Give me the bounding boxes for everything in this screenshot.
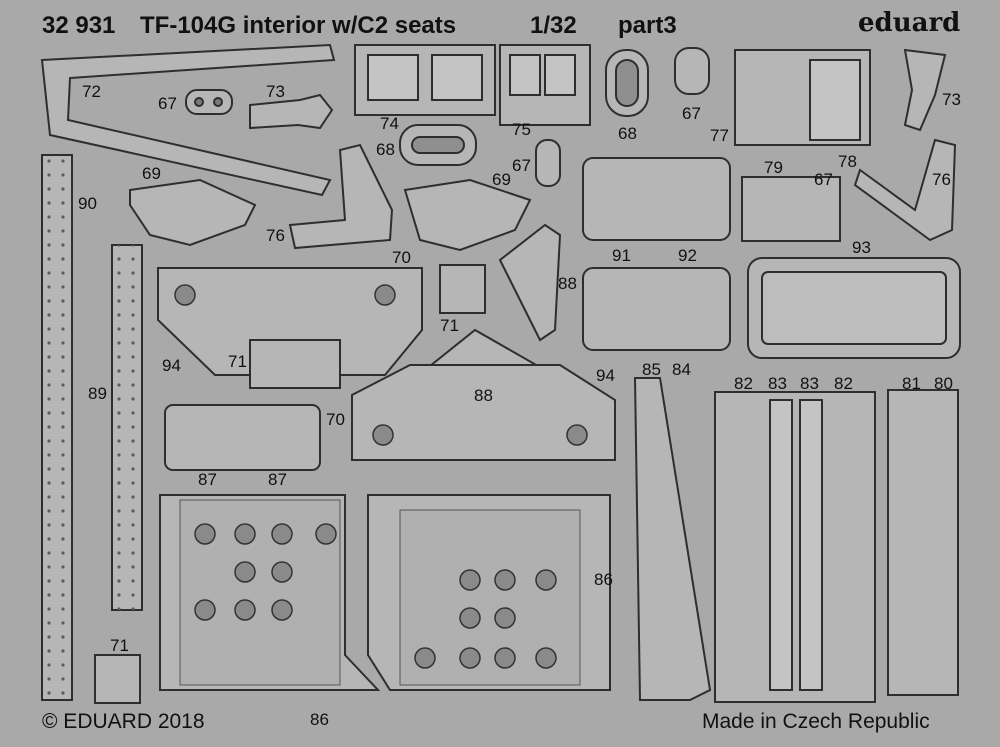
part-70-94-upper bbox=[157, 267, 423, 376]
part-number-label: 67 bbox=[814, 170, 833, 189]
part-88-triangle-upper bbox=[498, 223, 562, 342]
part-82-83-strips bbox=[714, 391, 876, 703]
eduard-logo: eduard bbox=[858, 8, 961, 38]
part-number-label: 87 bbox=[268, 470, 287, 489]
part-number-label: 71 bbox=[440, 316, 459, 335]
part-number-label: 67 bbox=[682, 104, 701, 123]
part-number-label: 77 bbox=[710, 126, 729, 145]
origin-text: Made in Czech Republic bbox=[702, 710, 930, 733]
part-number-label: 72 bbox=[82, 82, 101, 101]
part-91-92-panel-lower bbox=[582, 267, 731, 351]
set-title: TF-104G interior w/C2 seats bbox=[140, 12, 457, 39]
part-number-label: 87 bbox=[198, 470, 217, 489]
part-number-label: 84 bbox=[672, 360, 691, 379]
part-number-label: 81 bbox=[902, 374, 921, 393]
part-number-label: 69 bbox=[142, 164, 161, 183]
part-number-label: 82 bbox=[834, 374, 853, 393]
scale-label: 1/32 bbox=[530, 12, 577, 39]
part-76-frame-left bbox=[288, 143, 394, 250]
part-number-label: 83 bbox=[768, 374, 787, 393]
part-number-label: 73 bbox=[266, 82, 285, 101]
part-number-label: 89 bbox=[88, 384, 107, 403]
part-73-latch bbox=[249, 93, 334, 130]
part-number-label: 88 bbox=[474, 386, 493, 405]
part-number-label: 68 bbox=[618, 124, 637, 143]
part-80-81-strips bbox=[887, 389, 959, 696]
part-87-pads bbox=[164, 404, 321, 471]
part-70-94-lower bbox=[351, 364, 616, 461]
part-number-label: 88 bbox=[558, 274, 577, 293]
part-number-label: 91 bbox=[612, 246, 631, 265]
part-number-label: 71 bbox=[228, 352, 247, 371]
part-number-label: 67 bbox=[512, 156, 531, 175]
part-69-bracket-left bbox=[129, 178, 257, 247]
part-number-label: 80 bbox=[934, 374, 953, 393]
part-number-label: 79 bbox=[764, 158, 783, 177]
part-67-link-top bbox=[674, 47, 710, 95]
part-69-bracket-right bbox=[403, 178, 532, 252]
part-72-strap bbox=[40, 43, 336, 197]
part-84-85-strips bbox=[633, 377, 712, 701]
part-number-label: 76 bbox=[932, 170, 951, 189]
part-71-clips bbox=[439, 264, 486, 314]
part-label: part3 bbox=[618, 12, 677, 39]
part-number-label: 86 bbox=[594, 570, 613, 589]
part-number-label: 86 bbox=[310, 710, 329, 729]
part-number-label: 69 bbox=[492, 170, 511, 189]
part-number-label: 85 bbox=[642, 360, 661, 379]
part-number-label: 92 bbox=[678, 246, 697, 265]
part-number-label: 76 bbox=[266, 226, 285, 245]
part-number-label: 68 bbox=[376, 140, 395, 159]
part-number-label: 73 bbox=[942, 90, 961, 109]
part-79-strip bbox=[741, 176, 841, 242]
part-number-label: 94 bbox=[596, 366, 615, 385]
part-67-link-mid bbox=[535, 139, 561, 187]
part-number-label: 83 bbox=[800, 374, 819, 393]
part-73-latch-right bbox=[903, 48, 947, 132]
part-number-label: 74 bbox=[380, 114, 399, 133]
part-number-label: 75 bbox=[512, 120, 531, 139]
part-91-92-panel-upper bbox=[582, 157, 731, 241]
part-number-label: 70 bbox=[392, 248, 411, 267]
part-number-label: 93 bbox=[852, 238, 871, 257]
part-76-frame-right bbox=[853, 138, 957, 242]
part-67-link bbox=[185, 89, 233, 115]
part-71-clips-mid bbox=[249, 339, 341, 389]
part-number-label: 78 bbox=[838, 152, 857, 171]
part-number-label: 70 bbox=[326, 410, 345, 429]
part-number-label: 94 bbox=[162, 356, 181, 375]
set-number: 32 931 bbox=[42, 12, 116, 39]
copyright-text: © EDUARD 2018 bbox=[42, 710, 205, 733]
part-number-label: 71 bbox=[110, 636, 129, 655]
part-71-clips-bottom bbox=[94, 654, 141, 704]
part-number-label: 82 bbox=[734, 374, 753, 393]
part-number-label: 67 bbox=[158, 94, 177, 113]
part-number-label: 90 bbox=[78, 194, 97, 213]
